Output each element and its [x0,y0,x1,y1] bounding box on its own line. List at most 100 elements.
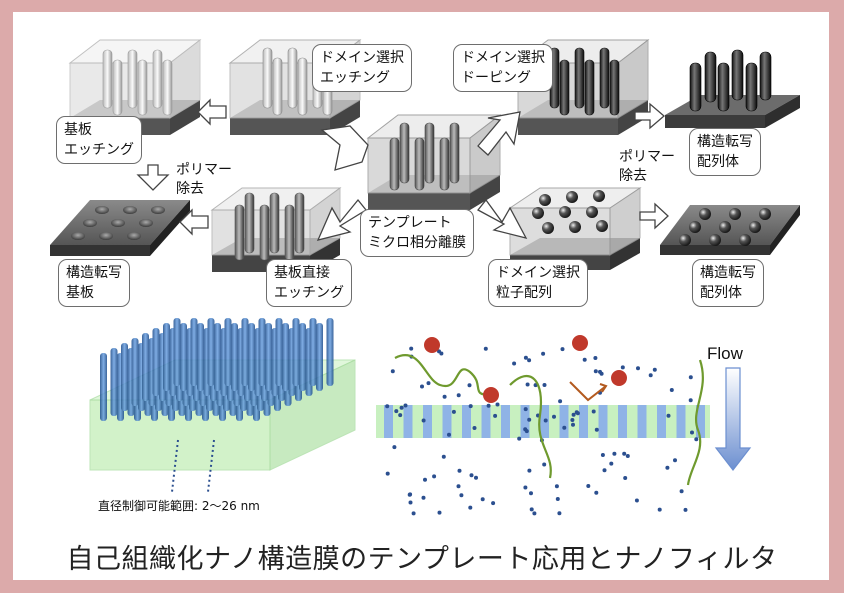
filter-pore [520,405,530,438]
nanocylinder [309,318,317,386]
label-substrate-etching: 基板 エッチング [56,116,142,164]
small-molecule [432,474,437,479]
small-molecule [591,409,596,414]
small-molecule [480,497,485,502]
small-molecule [558,399,563,404]
nanocylinder [190,318,198,386]
small-molecule [623,476,628,480]
filter-pore [423,405,432,438]
small-molecule [491,501,496,506]
small-molecule [398,413,403,418]
small-molecule [683,507,688,512]
nanocylinder [197,323,204,391]
small-molecule [527,468,532,473]
label-domain-doping: ドメイン選択 ドーピング [453,44,553,92]
nanocylinder-membrane [89,318,356,493]
small-molecule [483,346,488,351]
small-molecule [426,381,431,386]
arrow-etch-to-substrate [197,98,227,126]
small-molecule [688,375,693,380]
small-molecule [620,365,625,370]
small-molecule [420,384,424,389]
small-molecule [523,407,528,412]
label-direct-etching: 基板直接 エッチング [266,259,352,307]
small-molecule [529,507,534,512]
filter-pore [657,405,666,438]
small-molecule [468,505,473,510]
small-molecule [409,346,414,351]
filter-pore [598,405,608,438]
small-molecule [390,369,395,374]
small-molecule [625,454,630,458]
small-molecule [512,361,517,366]
small-molecule [593,356,598,360]
small-molecule [669,388,674,392]
small-molecule [495,402,500,407]
filter-pore [579,405,588,438]
diameter-range-text: 直径制御可能範囲: 2〜26 nm [98,499,260,513]
small-molecule [529,491,533,496]
large-particle [424,337,440,353]
small-molecule [523,485,528,490]
small-molecule [600,453,605,457]
label-template: テンプレート ミクロ相分離膜 [360,209,474,257]
small-molecule [527,358,532,363]
arrow-center-to-particle [477,198,528,239]
label-polymer-removal-right: ポリマー 除去 [619,149,675,184]
small-molecule [441,454,446,459]
small-molecule [394,409,399,414]
nanocylinder [248,323,255,391]
small-molecule [602,468,607,473]
small-molecule [437,510,442,515]
polymer-chain-1 [394,354,491,397]
small-molecule [586,484,591,488]
nanocylinder [214,323,221,391]
small-molecule [622,451,627,456]
arrow-center-to-etch [320,125,369,171]
filter-pore [637,405,647,438]
filter-pore [618,405,627,438]
polymer-chain-2 [509,374,552,479]
arrow-polymer-removal-left [136,164,170,191]
small-molecule [421,418,426,423]
block-dot-array [660,205,800,255]
label-particle-array: ドメイン選択 粒子配列 [488,259,588,307]
flow-arrow [714,367,752,471]
small-molecule [594,490,599,495]
small-molecule [562,425,567,430]
small-molecule [423,477,427,482]
nanocylinder [142,333,149,401]
filter-pore [559,405,569,438]
nanocylinder [258,318,266,386]
label-struct-array-top: 構造転写 配列体 [689,128,761,176]
nanocylinder [100,353,107,421]
nanocylinder [110,348,118,416]
small-molecule [542,462,547,467]
nanocylinder [299,323,306,391]
large-particle [572,335,588,351]
block-pillar-array [665,49,800,128]
small-molecule [517,436,522,441]
small-molecule [634,498,639,503]
small-molecule [532,511,537,516]
small-molecule [557,511,562,516]
small-molecule [456,484,461,489]
filter-pore [442,405,452,438]
block-particle-array [508,187,642,270]
block-pitted-substrate [50,200,190,256]
small-molecule [679,489,684,494]
small-molecule [582,357,587,362]
arrow-center-to-dope [477,111,521,156]
filter-pore [403,405,413,438]
small-molecule [392,445,397,450]
large-particle [483,387,499,403]
small-molecule [457,468,462,473]
small-molecule [560,347,565,352]
small-molecule [648,373,653,378]
small-molecule [552,414,556,419]
filter-pore [481,405,491,438]
small-molecule [437,349,441,354]
nanocylinder [231,323,238,391]
label-struct-substrate: 構造転写 基板 [58,259,130,307]
small-molecule [688,398,693,403]
